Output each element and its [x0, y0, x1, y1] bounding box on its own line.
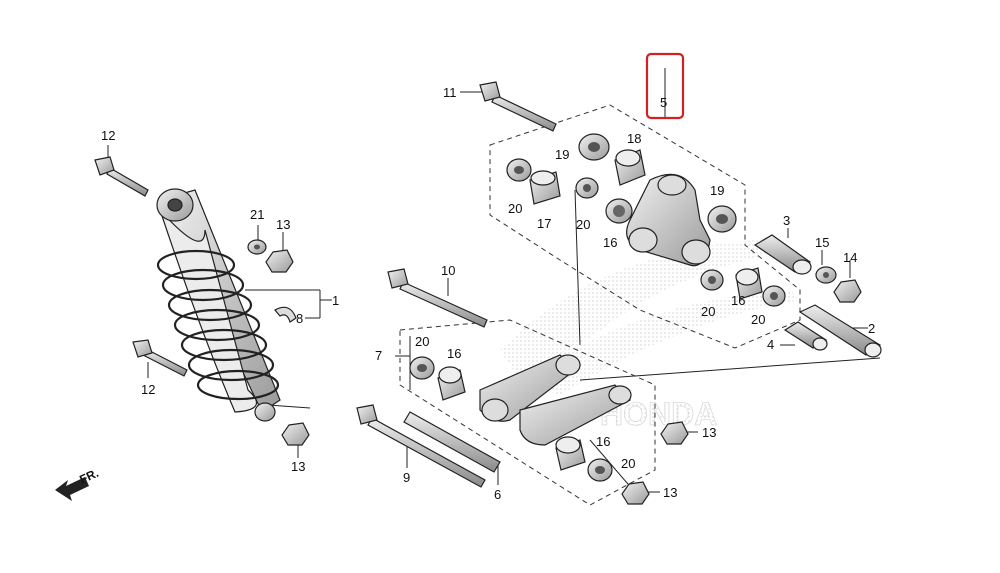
nut-13-shock-bottom: [281, 422, 310, 446]
collar-3: [753, 234, 812, 275]
callout-labels: 1 2 3 4 5 6 7 8 9 10 11 12 12 13 13 13 1…: [101, 85, 875, 502]
callout-7: 7: [375, 348, 382, 363]
bolt-10: [387, 268, 488, 328]
callout-3: 3: [783, 213, 790, 228]
bearing-16-right: [735, 267, 763, 300]
bolt-12-lower: [132, 339, 188, 377]
bearing-16-upper: [605, 198, 633, 224]
washer-21: [247, 239, 267, 255]
callout-14: 14: [843, 250, 857, 265]
seal-20-right-lower: [762, 285, 786, 307]
callout-19-right: 19: [710, 183, 724, 198]
leader-lines: [107, 68, 881, 499]
callout-20-right-upper: 20: [701, 304, 715, 319]
callout-16-linkage-left: 16: [447, 346, 461, 361]
callout-20-linkage-left: 20: [415, 334, 429, 349]
callout-16-linkage-right: 16: [596, 434, 610, 449]
nut-13-linkage-upper: [660, 421, 689, 445]
callout-17: 17: [537, 216, 551, 231]
nut-13-linkage-lower: [621, 481, 650, 505]
link-rod-7: [479, 354, 632, 446]
callout-16-upper: 16: [603, 235, 617, 250]
highlight-box-part-5: [645, 52, 685, 120]
bolt-9: [356, 404, 486, 488]
callout-16-right: 16: [731, 293, 745, 308]
nut-14: [833, 279, 862, 303]
collar-4: [783, 321, 828, 351]
callout-8: 8: [296, 311, 303, 326]
callout-13-linkage-upper: 13: [702, 425, 716, 440]
linkage-assembly-outline: [399, 319, 656, 506]
callout-6: 6: [494, 487, 501, 502]
collar-2: [798, 304, 882, 358]
callout-2: 2: [868, 321, 875, 336]
rear-shock-absorber: [156, 188, 281, 422]
seal-19-top: [578, 133, 610, 161]
callout-20-mid: 20: [576, 217, 590, 232]
seal-20-linkage-left: [409, 356, 435, 380]
seal-20-mid: [575, 177, 599, 199]
callout-11: 11: [443, 85, 457, 100]
front-arrow-text: FR.: [77, 466, 100, 487]
callout-19-top: 19: [555, 147, 569, 162]
callout-1: 1: [332, 293, 339, 308]
callout-13-shock-bottom: 13: [291, 459, 305, 474]
callout-21: 21: [250, 207, 264, 222]
nut-13-shock-top: [265, 249, 294, 273]
seal-20-left: [506, 158, 532, 182]
collar-18: [614, 149, 646, 186]
bearing-16-linkage-right: [555, 436, 586, 471]
callout-5: 5: [660, 95, 667, 110]
pin-6: [403, 411, 501, 473]
bolt-11: [479, 81, 557, 132]
callout-15: 15: [815, 235, 829, 250]
bearing-16-linkage-left: [437, 366, 466, 401]
swingarm-assembly-outline: [489, 104, 801, 349]
callout-20-left: 20: [508, 201, 522, 216]
callout-12-upper: 12: [101, 128, 115, 143]
callout-13-shock-top: 13: [276, 217, 290, 232]
seal-20-linkage-right: [587, 458, 613, 482]
front-direction-arrow: FR.: [55, 466, 101, 501]
callout-12-lower: 12: [141, 382, 155, 397]
callout-9: 9: [403, 470, 410, 485]
seal-20-right-upper: [700, 269, 724, 291]
shock-arm-5: [626, 173, 711, 267]
callout-18: 18: [627, 131, 641, 146]
callout-20-right-lower: 20: [751, 312, 765, 327]
clip-8: [274, 306, 297, 323]
bolt-12-upper: [94, 156, 149, 197]
washer-15: [815, 266, 837, 284]
callout-20-linkage-right: 20: [621, 456, 635, 471]
callout-4: 4: [767, 337, 774, 352]
callout-10: 10: [441, 263, 455, 278]
seal-19-right: [707, 205, 737, 233]
collar-17: [529, 170, 561, 205]
callout-13-linkage-lower: 13: [663, 485, 677, 500]
